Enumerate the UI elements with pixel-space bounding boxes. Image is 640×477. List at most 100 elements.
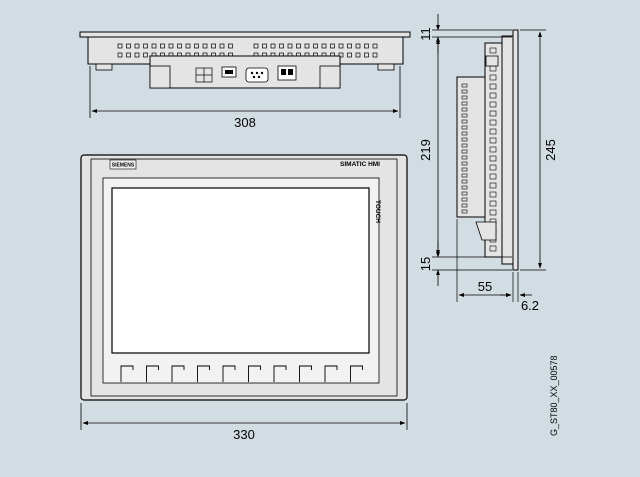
vent-slot (372, 52, 378, 58)
dimension-side-depth-label: 55 (478, 279, 492, 294)
vent-slot (461, 83, 468, 88)
vent-slot (461, 191, 468, 196)
vent-slot (461, 209, 468, 214)
dimension-front-width: 330 (80, 403, 408, 442)
vent-slot (461, 107, 468, 112)
figure-id: G_ST80_XX_00578 (549, 355, 559, 436)
function-key (146, 365, 159, 382)
vent-slot (461, 173, 468, 178)
function-keys (120, 365, 363, 382)
vent-slot (372, 43, 378, 49)
vent-slot (347, 43, 352, 49)
top-view (79, 31, 411, 89)
vent-slot (117, 52, 123, 58)
dimension-front-width-label: 330 (233, 427, 255, 442)
vent-slot (177, 43, 182, 49)
vent-slot (489, 209, 497, 216)
vent-slot (461, 179, 468, 184)
vent-slot (253, 43, 259, 49)
vent-slot (489, 191, 497, 198)
vent-slot (270, 43, 276, 49)
front-view: SIEMENS SIMATIC HMI TOUCH (80, 154, 408, 401)
vent-slot (461, 185, 468, 190)
top-view-usb-port (221, 66, 237, 78)
vent-slot (202, 43, 208, 49)
vent-slot (461, 197, 468, 202)
dimension-top-width: 308 (89, 66, 401, 130)
vent-slot (262, 43, 267, 49)
vent-slot (134, 43, 140, 49)
vent-slot (461, 143, 468, 148)
front-view-display-screen (111, 187, 370, 354)
dimension-side-bottom-margin-label: 15 (418, 257, 433, 271)
vent-slot (185, 43, 191, 49)
vent-slot (461, 131, 468, 136)
vent-slot (151, 43, 157, 49)
dimension-side-top-margin: 11 (418, 14, 512, 53)
vent-slot (338, 52, 344, 58)
vent-slot (338, 43, 344, 49)
vent-slot (143, 43, 148, 49)
vent-slot (461, 101, 468, 106)
vent-slot (489, 119, 497, 126)
vent-slot (489, 182, 497, 189)
vent-slot (489, 83, 497, 90)
vent-slot (461, 113, 468, 118)
dimension-side-top-margin-label: 11 (418, 27, 433, 41)
vent-slot (364, 43, 369, 49)
dimension-side-bezel: 6.2 (500, 272, 539, 313)
function-key (324, 365, 338, 382)
top-view-connector-block (149, 55, 341, 89)
vent-slot (228, 43, 233, 49)
dimension-side-bottom-margin: 15 (418, 241, 512, 286)
vent-slot (347, 52, 352, 58)
vent-slot (489, 128, 497, 135)
function-key (171, 365, 185, 382)
function-key (273, 365, 287, 382)
top-view-power-terminal (277, 65, 297, 81)
dimension-side-inner-height-label: 219 (418, 139, 433, 161)
vent-slot (126, 52, 131, 58)
vent-slot (461, 119, 468, 124)
vent-slot (461, 137, 468, 142)
vent-slot (489, 146, 497, 153)
function-key (350, 365, 363, 382)
top-view-front-plate (79, 31, 411, 38)
touch-label: TOUCH (374, 200, 381, 223)
vent-slot (313, 43, 318, 49)
model-label: SIMATIC HMI (340, 161, 380, 168)
vent-slot (355, 52, 361, 58)
vent-slot (355, 43, 361, 49)
vent-slot (489, 155, 497, 162)
top-view-connector-right (319, 65, 341, 89)
vent-slot (304, 43, 310, 49)
vent-slot (489, 245, 497, 252)
vent-slot (489, 47, 497, 54)
vent-slot (330, 43, 335, 49)
vent-slot (321, 43, 327, 49)
vent-slot (364, 52, 369, 58)
vent-slot (194, 43, 199, 49)
side-view (456, 29, 519, 271)
vent-slot (489, 137, 497, 144)
vent-slot (117, 43, 123, 49)
function-key (197, 365, 210, 382)
vent-slot (126, 43, 131, 49)
vent-slot (461, 125, 468, 130)
vent-slot (489, 110, 497, 117)
vent-slot (461, 203, 468, 208)
function-key (299, 365, 312, 382)
vent-slot (489, 74, 497, 81)
vent-slot (160, 43, 165, 49)
dimension-side-total-height: 245 (520, 29, 558, 271)
top-view-connector-left (149, 65, 171, 89)
siemens-logo (109, 159, 137, 170)
vent-slot (489, 101, 497, 108)
vent-slot (461, 95, 468, 100)
vent-slot (296, 43, 301, 49)
vent-slot (461, 155, 468, 160)
vent-slot (211, 43, 216, 49)
function-key (120, 365, 134, 382)
vent-slot (489, 200, 497, 207)
vent-slot (489, 173, 497, 180)
